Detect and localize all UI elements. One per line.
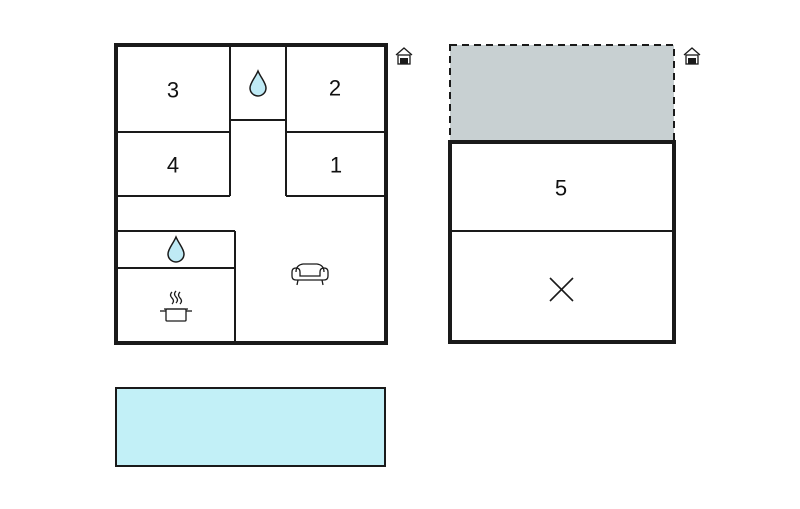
toilet-water-drop-icon — [167, 235, 185, 263]
room-label-bedroom-5: 5 — [555, 176, 567, 201]
annex: 5 — [448, 44, 701, 344]
room-label-bedroom-3: 3 — [167, 78, 179, 103]
living-room-sofa-icon — [291, 263, 329, 286]
empty-room-cross-icon — [549, 277, 574, 302]
room-label-bedroom-2: 2 — [329, 76, 341, 101]
room-label-bedroom-4: 4 — [167, 153, 179, 178]
interior-walls — [117, 46, 384, 342]
house-outer-wall — [114, 43, 388, 345]
swimming-pool-area — [115, 387, 386, 467]
kitchen-pot-icon — [160, 290, 192, 322]
covered-terrace-area — [449, 44, 675, 143]
annex-entrance-icon — [683, 47, 701, 65]
main-house: 3 2 4 1 — [114, 43, 413, 345]
house-entrance-icon — [395, 47, 413, 65]
bathroom-water-drop-icon — [249, 69, 267, 97]
room-label-bedroom-1: 1 — [330, 153, 342, 178]
annex-outer-wall — [448, 140, 676, 344]
